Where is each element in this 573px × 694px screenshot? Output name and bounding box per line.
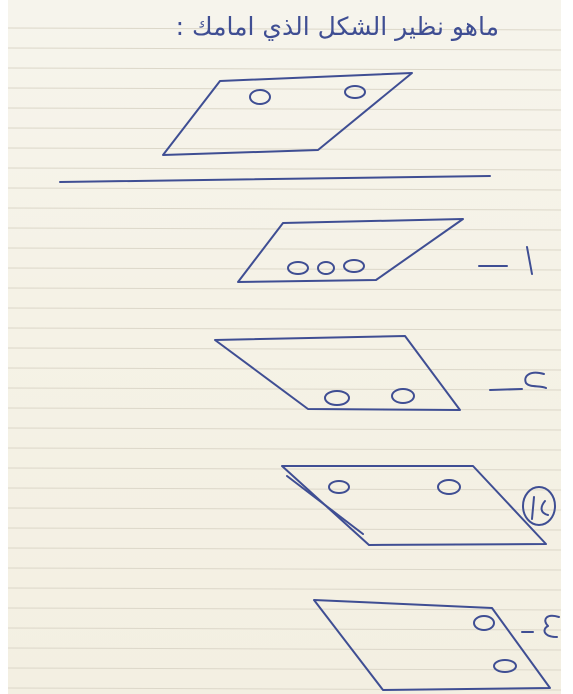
original-shape [163,73,412,155]
option-4-label [522,616,559,637]
option-1-label [479,247,532,274]
option-2-label [490,373,546,390]
handwritten-figures [8,0,561,694]
option-2-shape [215,336,460,410]
original-hole-right [345,86,365,98]
option-4-shape [314,600,550,690]
original-parallelogram [163,73,412,155]
original-hole-left [250,90,270,104]
separator-line [60,176,490,182]
notebook-page-photo: ماهو نظير الشكل الذي امامك : [8,0,561,694]
option-3-shape [282,466,546,545]
option-3-circle [523,487,555,525]
option-3-label [523,487,555,525]
option-1-shape [238,219,463,282]
